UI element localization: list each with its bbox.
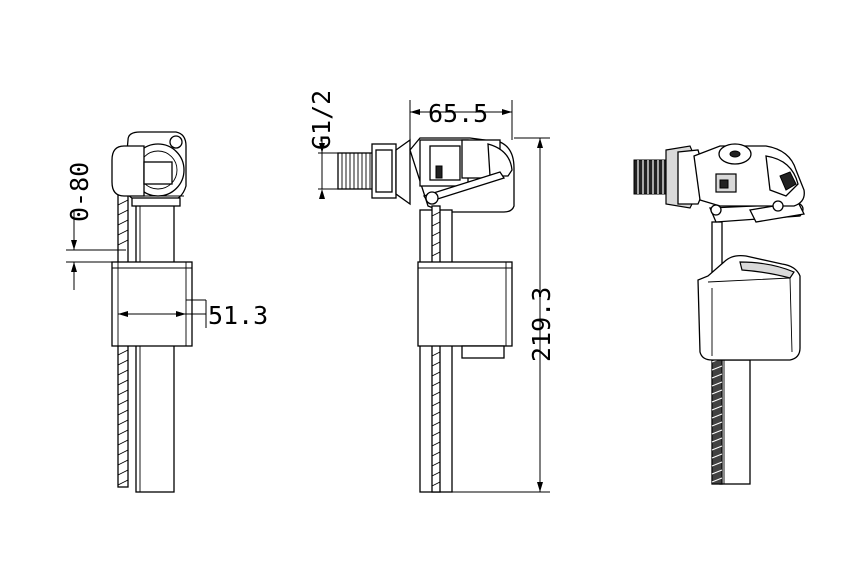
side-view: G1/2 65.5 219.3 — [307, 90, 556, 493]
isometric-view — [633, 143, 805, 485]
float-width-label: 51.3 — [208, 301, 268, 330]
adjust-range-dimension — [66, 210, 126, 290]
total-height-label: 219.3 — [527, 287, 556, 362]
float-width-dimension — [118, 299, 207, 328]
side-view-float — [417, 261, 513, 347]
total-height-dimension — [452, 137, 550, 493]
thread-label: G1/2 — [307, 90, 336, 150]
isometric-thread — [633, 159, 669, 195]
adjust-range-label: 0-80 — [65, 162, 94, 222]
front-view: 0-80 51.3 — [65, 131, 268, 493]
side-view-thread — [337, 152, 375, 190]
body-depth-label: 65.5 — [428, 99, 488, 128]
isometric-float — [697, 254, 801, 361]
front-view-float — [111, 261, 193, 347]
thread-dimension — [318, 140, 340, 199]
body-depth-dimension — [409, 100, 513, 140]
